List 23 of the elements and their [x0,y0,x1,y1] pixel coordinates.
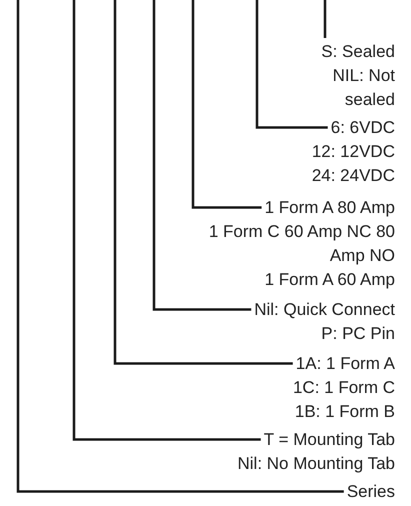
option-text: 6: 6VDC [330,117,395,139]
option-text: 24: 24VDC [312,165,395,187]
option-text: 1C: 1 Form C [292,377,395,399]
option-text: S: Sealed [320,41,395,63]
option-text: Nil: No Mounting Tab [238,453,395,475]
option-text: Series [346,481,395,503]
option-text: P: PC Pin [320,323,395,345]
option-text: 1 Form A 80 Amp [264,197,395,219]
leader-line [16,0,344,493]
option-text: 1 Form A 60 Amp [264,269,395,291]
leader-line [324,0,326,38]
option-text: T = Mounting Tab [262,429,395,451]
option-text: 1A: 1 Form A [294,353,395,375]
option-text: Nil: Quick Connect [254,299,395,321]
option-text: 1B: 1 Form B [294,401,395,423]
option-text: 12: 12VDC [312,141,395,163]
leader-line [114,0,293,365]
option-text: NIL: Not sealed [332,65,395,111]
option-text: 1 Form C 60 Amp NC 80 Amp NO [208,221,395,267]
leader-line [152,0,252,311]
leader-line [256,0,328,129]
leader-line [192,0,262,209]
leader-line [72,0,261,441]
